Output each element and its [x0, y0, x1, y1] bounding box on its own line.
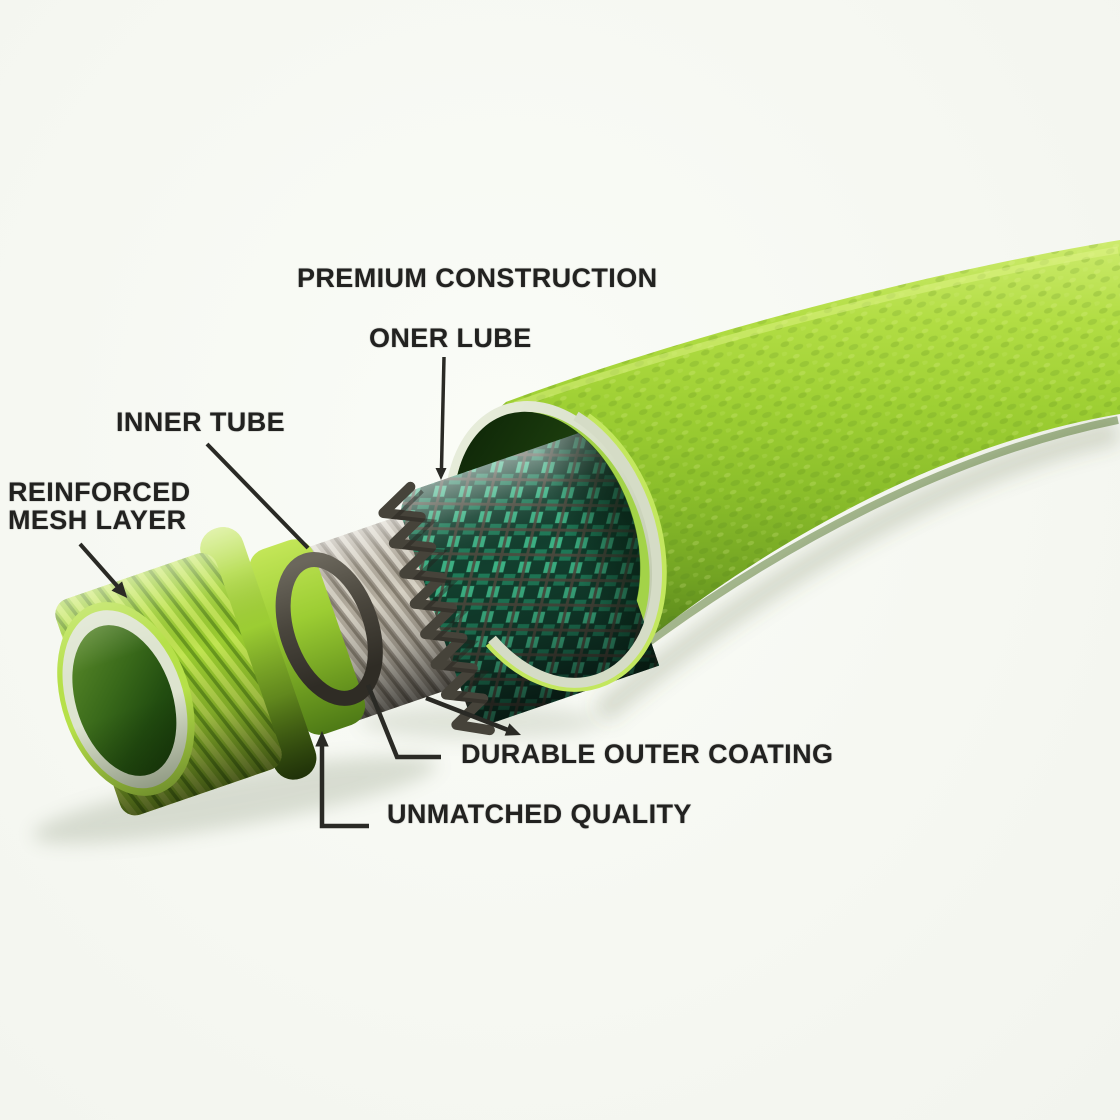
fitting-shadow: [33, 756, 437, 844]
label-reinforced-line1: REINFORCED: [8, 477, 191, 507]
label-durable-outer-coating: DURABLE OUTER COATING: [461, 739, 834, 769]
mesh-zigzag-shadow: [391, 489, 496, 705]
label-unmatched-quality: UNMATCHED QUALITY: [387, 799, 692, 829]
fitting-face: [57, 602, 195, 796]
mesh-shadow: [360, 704, 600, 740]
inner-layers-assembly: [55, 421, 684, 816]
arrowhead-durable: [504, 723, 521, 736]
tube-bottom-shade: [601, 416, 1119, 680]
gasket-ring: [275, 552, 383, 706]
label-reinforced-line2: MESH LAYER: [8, 505, 187, 535]
label-inner-tube: INNER TUBE: [116, 407, 286, 437]
mesh-zigzag-edge: [378, 481, 495, 736]
soft-shadows: [33, 420, 1120, 844]
arrowhead-oner-lube: [435, 468, 447, 480]
arrowhead-reinforced: [111, 581, 128, 598]
leader-durable-arrow: [425, 695, 509, 733]
cut-rim-front: [485, 411, 667, 692]
label-premium-construction: PREMIUM CONSTRUCTION: [297, 263, 658, 293]
label-oner-lube: ONER LUBE: [369, 323, 532, 353]
leader-inner-tube: [205, 442, 310, 550]
arrowheads: [111, 468, 521, 747]
leader-unmatched: [319, 744, 369, 829]
label-reinforced-mesh-layer: REINFORCED MESH LAYER: [8, 478, 191, 534]
leader-lines: [78, 356, 509, 829]
hose-fitting: [55, 527, 366, 816]
tube-shadow: [592, 420, 1120, 724]
leader-durable-elbow: [365, 684, 441, 760]
leader-reinforced-mesh: [78, 542, 120, 589]
tube-top-highlight: [513, 246, 1119, 409]
leader-oner-lube: [439, 356, 446, 469]
arrowhead-unmatched: [315, 731, 329, 747]
